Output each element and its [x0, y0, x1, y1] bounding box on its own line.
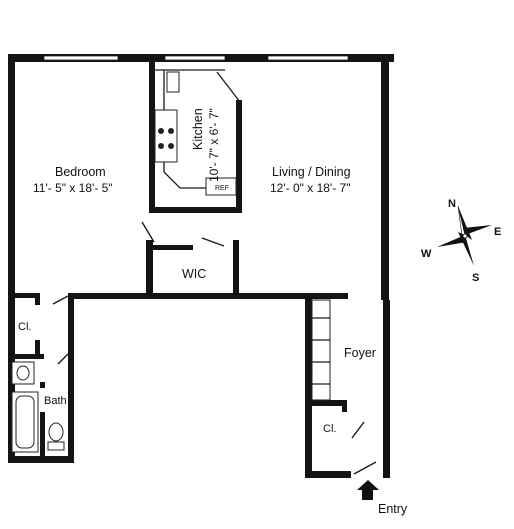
bedroom-name: Bedroom: [55, 165, 106, 179]
windows: [43, 55, 349, 61]
closet-left-name: Cl.: [18, 321, 31, 333]
sink-icon: [11, 361, 35, 385]
bath-fixtures: [11, 361, 65, 453]
bath-name: Bath: [44, 395, 67, 407]
toilet-icon: [47, 422, 65, 451]
compass-south: S: [472, 272, 479, 284]
compass-icon: [437, 205, 492, 266]
bedroom-dims: 11'- 5" x 18'- 5": [33, 181, 113, 195]
doors: [52, 221, 377, 475]
sink-icon: [166, 71, 180, 93]
compass-east: E: [494, 226, 501, 238]
living-dims: 12'- 0" x 18'- 7": [270, 181, 350, 195]
living-name: Living / Dining: [272, 165, 351, 179]
kitchen-dims: 10'- 7" x 6'- 7": [207, 108, 221, 182]
entry-arrow-icon: [357, 480, 379, 500]
compass-west: W: [421, 248, 432, 260]
foyer-shelves: [311, 299, 331, 401]
kitchen-counters: REF: [154, 69, 241, 196]
stove-icon: [158, 128, 174, 149]
refrigerator: [205, 177, 237, 196]
wic-name: WIC: [182, 267, 206, 281]
foyer-name: Foyer: [344, 346, 376, 360]
closet-foyer-name: Cl.: [323, 423, 336, 435]
refrigerator-label: REF: [215, 185, 229, 192]
kitchen-name: Kitchen: [191, 108, 205, 150]
entry-label: Entry: [378, 502, 408, 516]
compass-north: N: [448, 198, 456, 210]
